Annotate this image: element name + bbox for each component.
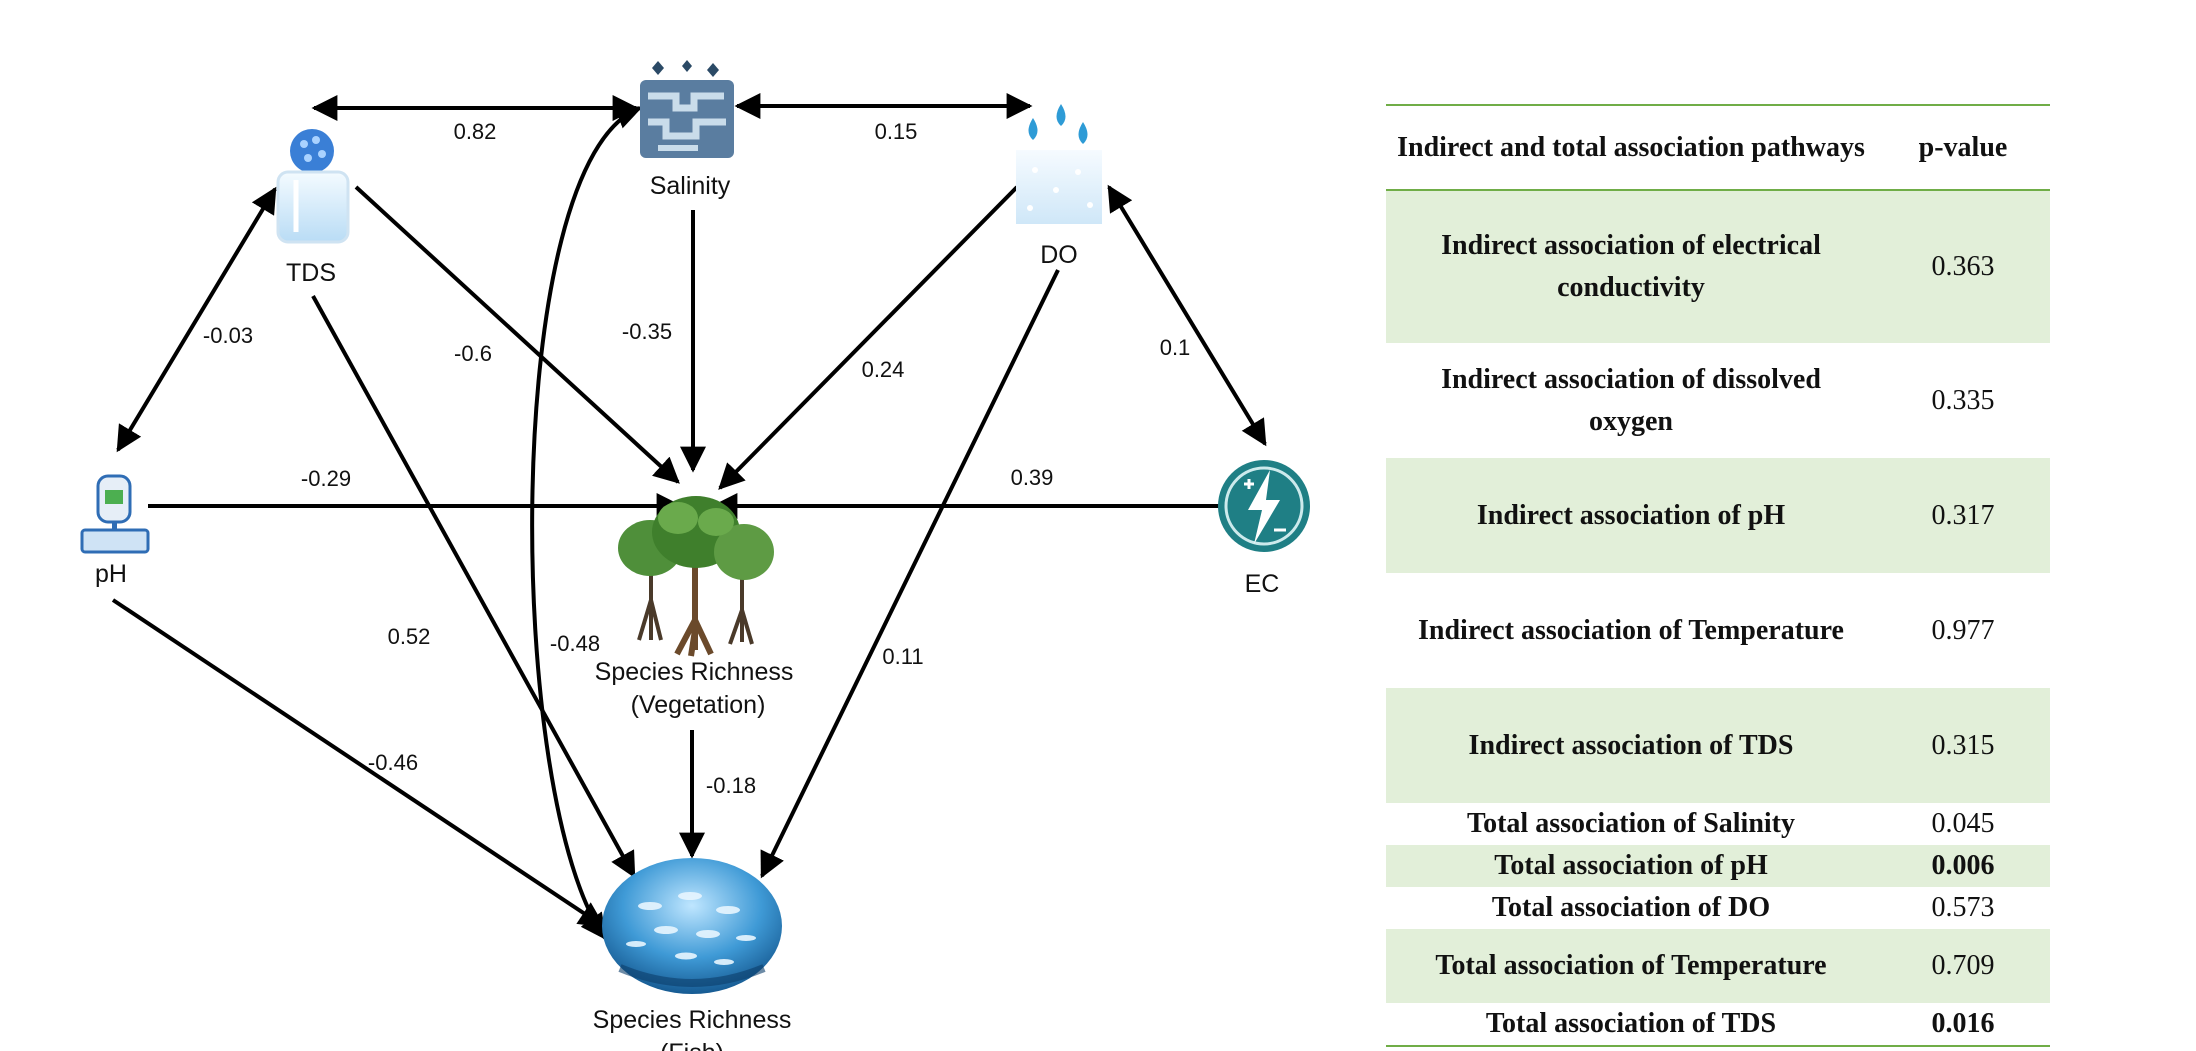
label-do-fish: 0.11 <box>882 644 923 669</box>
edge-do-ec <box>1107 184 1267 447</box>
pathway-cell: Indirect association of pH <box>1386 458 1876 573</box>
pathway-cell: Total association of Temperature <box>1386 929 1876 1003</box>
node-ph: pH <box>80 474 150 588</box>
node-label-fish-line2: (Fish) <box>660 1039 724 1051</box>
node-tds: TDS <box>276 129 350 287</box>
label-tds-veg: -0.6 <box>454 341 492 366</box>
edge-do-veg <box>718 185 1019 490</box>
node-salinity: Salinity <box>640 60 734 200</box>
pvalue-cell: 0.317 <box>1876 458 2050 573</box>
table-row: Indirect association of TDS 0.315 <box>1386 688 2050 803</box>
node-ec: EC <box>1218 460 1310 598</box>
node-label-fish-line1: Species Richness <box>593 1006 792 1034</box>
node-label-veg-line2: (Vegetation) <box>631 691 766 719</box>
edge-labels: 0.82 0.15 -0.03 0.1 -0.6 -0.35 0.24 -0.2… <box>203 119 1190 798</box>
label-ph-veg: -0.29 <box>301 466 351 491</box>
trees-icon <box>618 496 774 657</box>
edges <box>111 93 1267 941</box>
label-salinity-do: 0.15 <box>875 119 918 144</box>
pvalue-cell: 0.977 <box>1931 614 1995 646</box>
pvalue-cell: 0.006 <box>1876 845 2050 887</box>
node-label-ph: pH <box>95 560 127 588</box>
table-row: Total association of TDS 0.016 <box>1386 1003 2050 1047</box>
pvalue-cell: 0.315 <box>1876 688 2050 803</box>
pathway-cell: Total association of DO <box>1491 892 1771 923</box>
node-do: DO <box>1016 104 1102 269</box>
label-veg-fish: -0.18 <box>706 773 756 798</box>
table-row: Indirect association of dissolved oxygen… <box>1386 343 2050 458</box>
pathway-cell: Indirect association of Temperature <box>1418 614 1844 646</box>
pathway-cell: Indirect association of dissolved oxygen <box>1441 363 1821 437</box>
table-header-row: Indirect and total association pathways … <box>1386 104 2050 191</box>
table-row: Indirect association of Temperature 0.97… <box>1386 573 2050 688</box>
edge-tds-fish <box>311 295 636 879</box>
pvalue-cell: 0.016 <box>1876 1003 2050 1047</box>
label-salinity-fish: -0.48 <box>550 631 600 656</box>
label-tds-ph: -0.03 <box>203 323 253 348</box>
ph-meter-icon <box>80 474 150 554</box>
label-do-ec: 0.1 <box>1160 335 1191 360</box>
table-row: Indirect association of electrical condu… <box>1386 190 2050 343</box>
edge-salinity-fish <box>530 104 643 941</box>
label-tds-salinity: 0.82 <box>454 119 497 144</box>
header-pvalue: p-value <box>1876 104 2050 191</box>
beaker-icon <box>276 129 350 244</box>
node-vegetation: Species Richness (Vegetation) <box>595 496 794 719</box>
table-row: Total association of DO 0.573 <box>1386 887 2050 929</box>
salt-water-icon <box>640 60 734 158</box>
pvalue-cell: 0.363 <box>1876 190 2050 343</box>
label-tds-fish: 0.52 <box>388 624 431 649</box>
node-fish: Species Richness (Fish) <box>593 858 792 1051</box>
node-label-salinity: Salinity <box>650 172 731 200</box>
table-row: Total association of Temperature 0.709 <box>1386 929 2050 1003</box>
pvalue-cell: 0.045 <box>1931 808 1995 839</box>
edge-ph-fish <box>111 598 606 928</box>
pathway-cell: Total association of TDS <box>1386 1003 1876 1047</box>
electric-bolt-icon <box>1218 460 1310 552</box>
node-label-veg-line1: Species Richness <box>595 658 794 686</box>
table-row: Total association of pH 0.006 <box>1386 845 2050 887</box>
node-label-tds: TDS <box>286 259 336 287</box>
node-label-ec: EC <box>1245 570 1280 598</box>
water-drops-icon <box>1016 104 1102 224</box>
pathway-cell: Total association of Salinity <box>1466 808 1795 839</box>
pathway-cell: Indirect association of electrical condu… <box>1386 190 1876 343</box>
pvalue-cell: 0.335 <box>1931 384 1995 416</box>
path-diagram: 0.82 0.15 -0.03 0.1 -0.6 -0.35 0.24 -0.2… <box>80 60 1310 1051</box>
label-ec-veg: 0.39 <box>1011 465 1054 490</box>
header-pathway: Indirect and total association pathways <box>1386 104 1876 191</box>
table-row: Indirect association of pH 0.317 <box>1386 458 2050 573</box>
pathway-cell: Indirect association of TDS <box>1386 688 1876 803</box>
table-row: Total association of Salinity 0.045 <box>1386 803 2050 845</box>
pvalue-cell: 0.573 <box>1931 892 1995 923</box>
edge-do-fish <box>760 269 1060 879</box>
association-table: Indirect and total association pathways … <box>1386 104 2050 1047</box>
pathway-cell: Total association of pH <box>1386 845 1876 887</box>
fish-school-icon <box>602 858 782 994</box>
label-do-veg: 0.24 <box>862 357 905 382</box>
label-ph-fish: -0.46 <box>368 750 418 775</box>
pvalue-cell: 0.709 <box>1876 929 2050 1003</box>
node-label-do: DO <box>1040 241 1078 269</box>
edge-tds-ph <box>116 186 277 453</box>
label-salinity-veg: -0.35 <box>622 319 672 344</box>
